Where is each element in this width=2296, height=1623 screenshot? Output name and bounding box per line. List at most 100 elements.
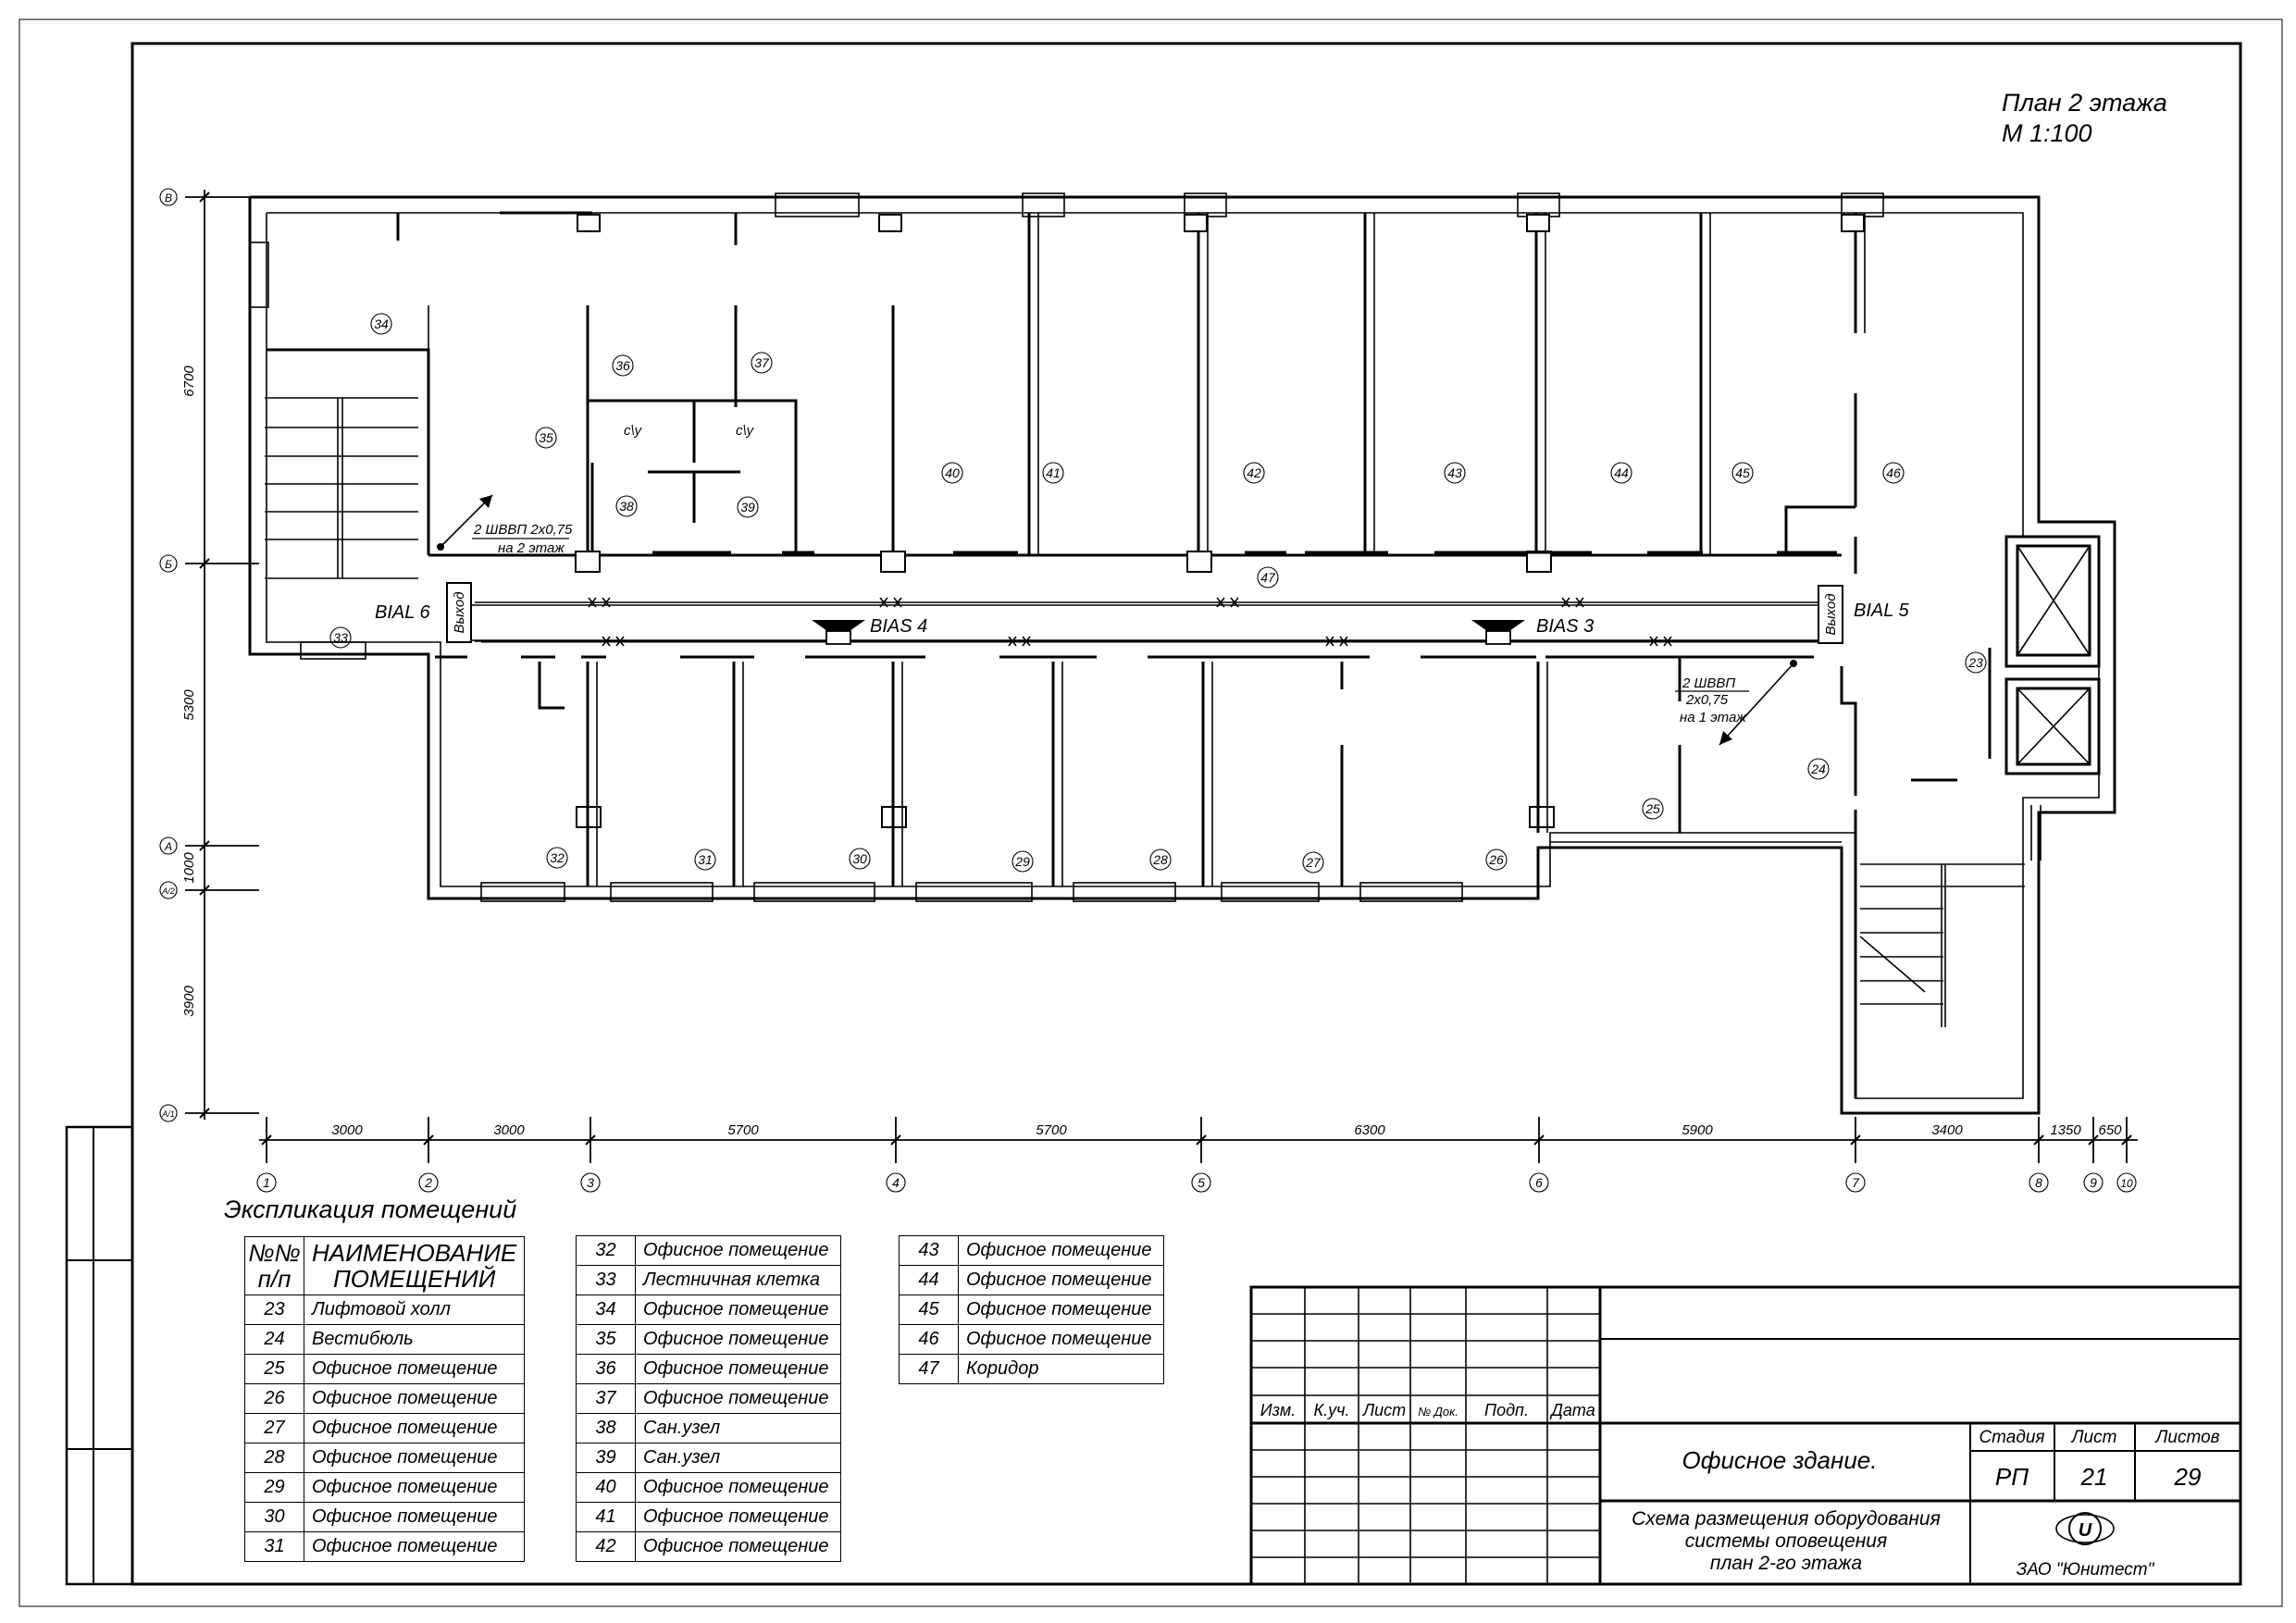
- col-marker-2: 2: [424, 1175, 432, 1190]
- room-43: 43: [1447, 465, 1462, 480]
- stamp-sheet: 21: [2080, 1463, 2108, 1491]
- room-number-cell: 47: [899, 1354, 959, 1384]
- col-marker-10: 10: [2120, 1177, 2133, 1190]
- col-marker-5: 5: [1198, 1175, 1205, 1190]
- sheet-trim: [19, 19, 2283, 1607]
- room-name-cell: Коридор: [958, 1354, 1164, 1384]
- row-dim-2: 5300: [181, 689, 197, 721]
- bias-4-label: BIAS 4: [870, 616, 927, 637]
- room-name-cell: Офисное помещение: [303, 1472, 526, 1503]
- room-24: 24: [1810, 762, 1826, 776]
- room-number-cell: 39: [576, 1443, 636, 1473]
- room-number-cell: 35: [576, 1324, 636, 1355]
- axis-marker-v: [159, 188, 178, 206]
- room-markers: [329, 313, 1987, 873]
- stamp-col-doc: № Док.: [1418, 1405, 1458, 1419]
- stamp-stage-label: Стадия: [1979, 1428, 2044, 1447]
- room-name-cell: Офисное помещение: [958, 1295, 1164, 1325]
- col-dim-6: 5900: [1682, 1122, 1713, 1138]
- row-dim-1: 6700: [181, 365, 197, 397]
- col-marker-6: 6: [1535, 1175, 1543, 1190]
- room-number-cell: 28: [244, 1443, 304, 1473]
- title-block: [1249, 1285, 2242, 1586]
- stamp-col-sign: Подп.: [1484, 1401, 1529, 1419]
- col-dim-4: 5700: [1036, 1122, 1067, 1138]
- room-name-cell: Офисное помещение: [303, 1443, 526, 1473]
- room-23: 23: [1967, 655, 1983, 670]
- col-dim-1: 3000: [331, 1122, 363, 1138]
- room-name-cell: Офисное помещение: [635, 1502, 841, 1532]
- stamp-col-izm: Изм.: [1260, 1401, 1296, 1419]
- room-name-cell: Офисное помещение: [303, 1383, 526, 1414]
- room-numbers: 23 24 25 26 27 28 29 30 31 32 33 34 35 3…: [333, 316, 1983, 870]
- bias-3-speaker: BIAS 3: [1471, 616, 1594, 645]
- room-name-cell: Офисное помещение: [303, 1531, 526, 1562]
- room-number-cell: 44: [899, 1265, 959, 1295]
- stamp-col-list: Лист: [1362, 1401, 1406, 1419]
- room-33: 33: [333, 630, 348, 645]
- stamp-sheets: 29: [2174, 1463, 2202, 1491]
- binding-strip: [65, 1125, 134, 1586]
- axis-marker-a2: [159, 881, 178, 899]
- exit-sign-right: Выход: [1823, 593, 1839, 635]
- room-26: 26: [1488, 852, 1504, 867]
- room-34: 34: [374, 316, 389, 331]
- header-name-line1: НАИМЕНОВАНИЕ: [312, 1239, 517, 1267]
- room-name-cell: Сан.узел: [635, 1413, 841, 1443]
- header-num-line2: п/п: [257, 1265, 292, 1293]
- col-marker-3: 3: [587, 1175, 594, 1190]
- header-name: НАИМЕНОВАНИЕ ПОМЕЩЕНИЙ: [303, 1236, 526, 1295]
- room-number-cell: 40: [576, 1472, 636, 1503]
- room-name-cell: Офисное помещение: [635, 1354, 841, 1384]
- axis-label-v: В: [165, 192, 172, 204]
- room-name-cell: Офисное помещение: [958, 1265, 1164, 1295]
- room-number-cell: 29: [244, 1472, 304, 1503]
- room-number-cell: 34: [576, 1295, 636, 1325]
- room-25: 25: [1644, 801, 1660, 816]
- exit-sign-left: Выход: [452, 591, 467, 633]
- wc-label-a: с\у: [624, 423, 643, 439]
- room-name-cell: Офисное помещение: [303, 1354, 526, 1384]
- stamp-drawing-line1: Схема размещения оборудования: [1632, 1508, 1941, 1530]
- stamp-drawing-line3: план 2-го этажа: [1710, 1553, 1862, 1574]
- room-name-cell: Офисное помещение: [635, 1235, 841, 1266]
- room-31: 31: [698, 852, 713, 867]
- bias-3-label: BIAS 3: [1536, 616, 1594, 637]
- header-num: №№ п/п: [244, 1236, 304, 1295]
- room-number-cell: 26: [244, 1383, 304, 1414]
- explication-header-row: №№ п/п НАИМЕНОВАНИЕ ПОМЕЩЕНИЙ: [244, 1236, 526, 1295]
- building-walls: [248, 192, 2116, 1115]
- explication-title: Экспликация помещений: [224, 1196, 517, 1223]
- drawing-frame: [130, 42, 2242, 1586]
- riser-down-line2: 2х0,75: [1685, 692, 1729, 708]
- room-name-cell: Офисное помещение: [635, 1295, 841, 1325]
- room-name-cell: Офисное помещение: [303, 1413, 526, 1443]
- axis-label-b: Б: [165, 558, 172, 571]
- col-marker-1: 1: [263, 1175, 270, 1190]
- logo-letter: U: [2079, 1520, 2092, 1541]
- room-number-cell: 41: [576, 1502, 636, 1532]
- room-name-cell: Офисное помещение: [635, 1324, 841, 1355]
- stamp-sheets-label: Листов: [2153, 1428, 2219, 1447]
- room-35: 35: [539, 430, 553, 445]
- room-39: 39: [740, 500, 755, 514]
- room-name-cell: Офисное помещение: [635, 1531, 841, 1562]
- room-name-cell: Вестибюль: [303, 1324, 526, 1355]
